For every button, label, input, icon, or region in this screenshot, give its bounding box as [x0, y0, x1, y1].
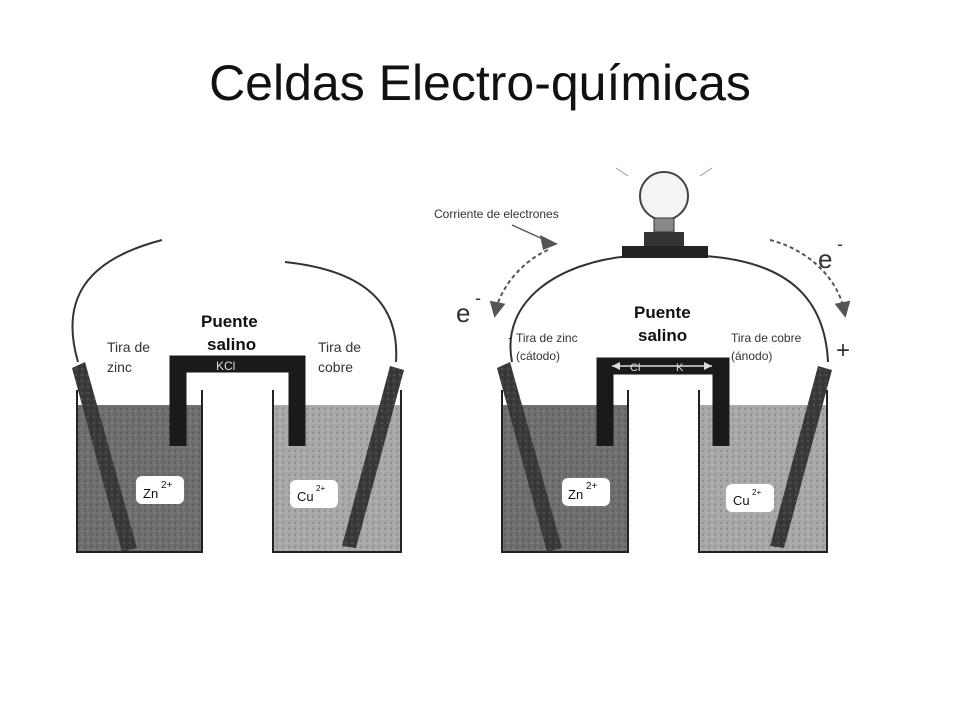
right-bridge-anion: Cl — [630, 362, 640, 374]
left-copper-label-2: cobre — [318, 359, 353, 375]
left-zinc-label-1: Tira de — [107, 339, 150, 355]
slide-title: Celdas Electro-químicas — [209, 55, 751, 111]
right-ion-cu: Cu — [733, 493, 750, 508]
left-salt-bridge — [169, 355, 306, 446]
left-bridge-salt-label: KCl — [216, 359, 235, 373]
current-pointer-head-icon — [540, 235, 558, 250]
electron-left-charge: - — [475, 288, 481, 308]
electron-left: e — [456, 298, 470, 328]
bridge-arrow-right-icon — [704, 362, 712, 370]
left-zinc-label-2: zinc — [107, 359, 132, 375]
left-ion-cu-charge: 2+ — [316, 484, 325, 493]
left-ion-zn-charge: 2+ — [161, 480, 173, 491]
right-wire — [509, 255, 829, 363]
right-electron-arrow-left — [489, 249, 549, 318]
left-wire — [71, 239, 398, 363]
negative-terminal-sign: - — [508, 329, 513, 345]
left-ion-zn: Zn — [143, 486, 158, 501]
left-cell: KCl Puente salino Tira de zinc Tira de c… — [71, 239, 404, 553]
left-bridge-title-2: salino — [207, 335, 256, 354]
right-electron-arrow-right — [769, 239, 851, 318]
right-copper-label-2: (ánodo) — [731, 349, 772, 363]
left-ion-zn-box: Zn 2+ — [136, 476, 184, 504]
left-beaker-copper — [272, 390, 402, 553]
right-ion-cu-box: Cu 2+ — [726, 484, 774, 512]
right-bridge-title-1: Puente — [634, 303, 691, 322]
left-copper-label-1: Tira de — [318, 339, 361, 355]
right-bridge-title-2: salino — [638, 326, 687, 345]
left-ion-cu-box: Cu 2+ — [290, 480, 338, 508]
right-ion-zn-box: Zn 2+ — [562, 478, 610, 506]
bridge-arrow-left-icon — [612, 362, 620, 370]
right-ion-cu-charge: 2+ — [752, 488, 761, 497]
right-zinc-label-2: (cátodo) — [516, 349, 560, 363]
electron-right-charge: - — [837, 234, 843, 254]
right-bridge-cation: K — [676, 362, 684, 374]
left-bridge-title-1: Puente — [201, 312, 258, 331]
right-zinc-label-1: Tira de zinc — [516, 331, 578, 345]
positive-terminal-sign: + — [836, 337, 850, 364]
right-copper-label-1: Tira de cobre — [731, 331, 802, 345]
current-label: Corriente de electrones — [434, 207, 559, 221]
left-ion-cu: Cu — [297, 489, 314, 504]
lightbulb-icon — [615, 167, 713, 258]
current-pointer-line — [511, 224, 546, 241]
right-ion-zn-charge: 2+ — [586, 481, 598, 492]
right-ion-zn: Zn — [568, 487, 583, 502]
electron-right: e — [818, 244, 832, 274]
right-cell: Cl K Corriente de electrones e - e - + -… — [434, 167, 851, 553]
